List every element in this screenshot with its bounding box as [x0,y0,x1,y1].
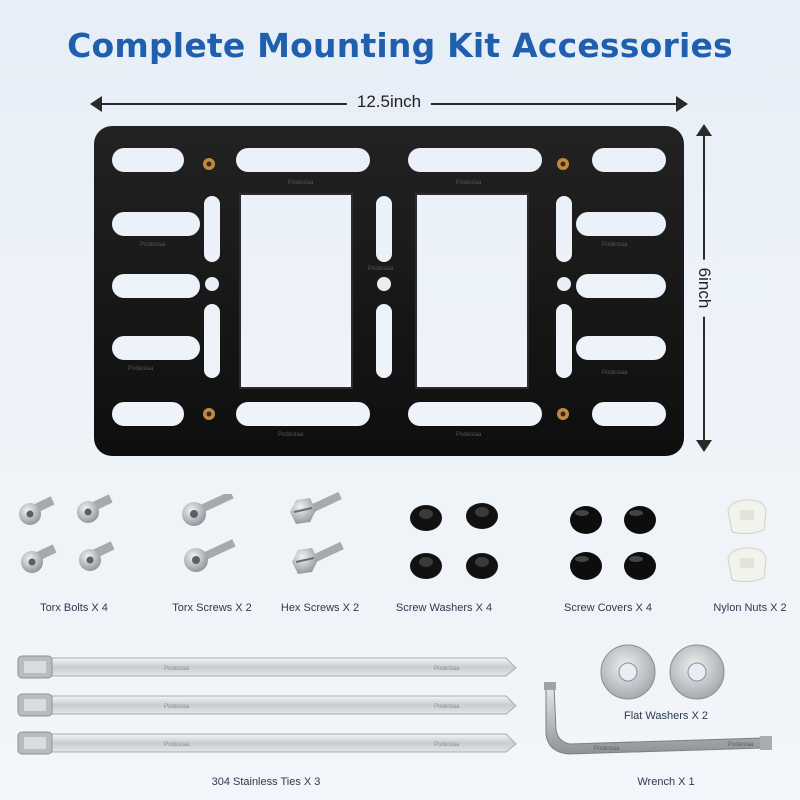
arrow-left-icon [90,96,102,112]
wrench-label: Wrench X 1 [637,776,695,788]
hex-screws-label: Hex Screws X 2 [280,602,360,614]
height-dimension: 6inch [694,124,714,452]
brand-mark: Podestaa [434,666,460,672]
arrow-down-icon [696,440,712,452]
wrench-image: Podestaa Podestaa [544,682,772,755]
brand-mark: Podestaa [164,742,190,748]
stainless-ties-image: Podestaa Podestaa Podestaa Podestaa Pode… [17,655,517,755]
stainless-ties-label: 304 Stainless Ties X 3 [211,776,321,788]
nylon-nuts-label: Nylon Nuts X 2 [713,602,787,614]
brand-mark: Podestaa [164,704,190,710]
brand-mark: Podestaa [456,180,482,186]
torx-screws-image [182,494,236,572]
nylon-nuts-image [727,499,767,583]
torx-bolts-image [19,494,115,573]
screw-washers-label: Screw Washers X 4 [395,602,493,614]
brand-mark: Podestaa [594,746,620,752]
brand-mark: Podestaa [728,742,754,748]
width-dimension: 12.5inch [90,92,688,112]
brand-mark: Podestaa [434,704,460,710]
screw-covers-label: Screw Covers X 4 [563,602,653,614]
brand-mark: Podestaa [278,432,304,438]
brand-mark: Podestaa [602,242,628,248]
brand-mark: Podestaa [456,432,482,438]
flat-washers-label: Flat Washers X 2 [624,710,708,722]
screw-washers-image [410,503,498,579]
hex-screws-image [290,491,344,574]
brand-mark: Podestaa [288,180,314,186]
page-title: Complete Mounting Kit Accessories [67,26,733,65]
arrow-up-icon [696,124,712,136]
height-label: 6inch [694,259,714,317]
brand-mark: Podestaa [164,666,190,672]
arrow-right-icon [676,96,688,112]
torx-screws-label: Torx Screws X 2 [172,602,252,614]
brand-mark: Podestaa [434,742,460,748]
flat-washers-image [600,644,725,700]
width-label: 12.5inch [346,92,432,112]
mounting-plate: Podestaa Podestaa Podestaa Podestaa Pode… [94,126,684,456]
screw-covers-image [570,506,656,580]
brand-mark: Podestaa [602,370,628,376]
torx-bolts-label: Torx Bolts X 4 [40,602,108,614]
brand-mark: Podestaa [140,242,166,248]
brand-mark: Podestaa [368,266,394,272]
brand-mark: Podestaa [128,366,154,372]
